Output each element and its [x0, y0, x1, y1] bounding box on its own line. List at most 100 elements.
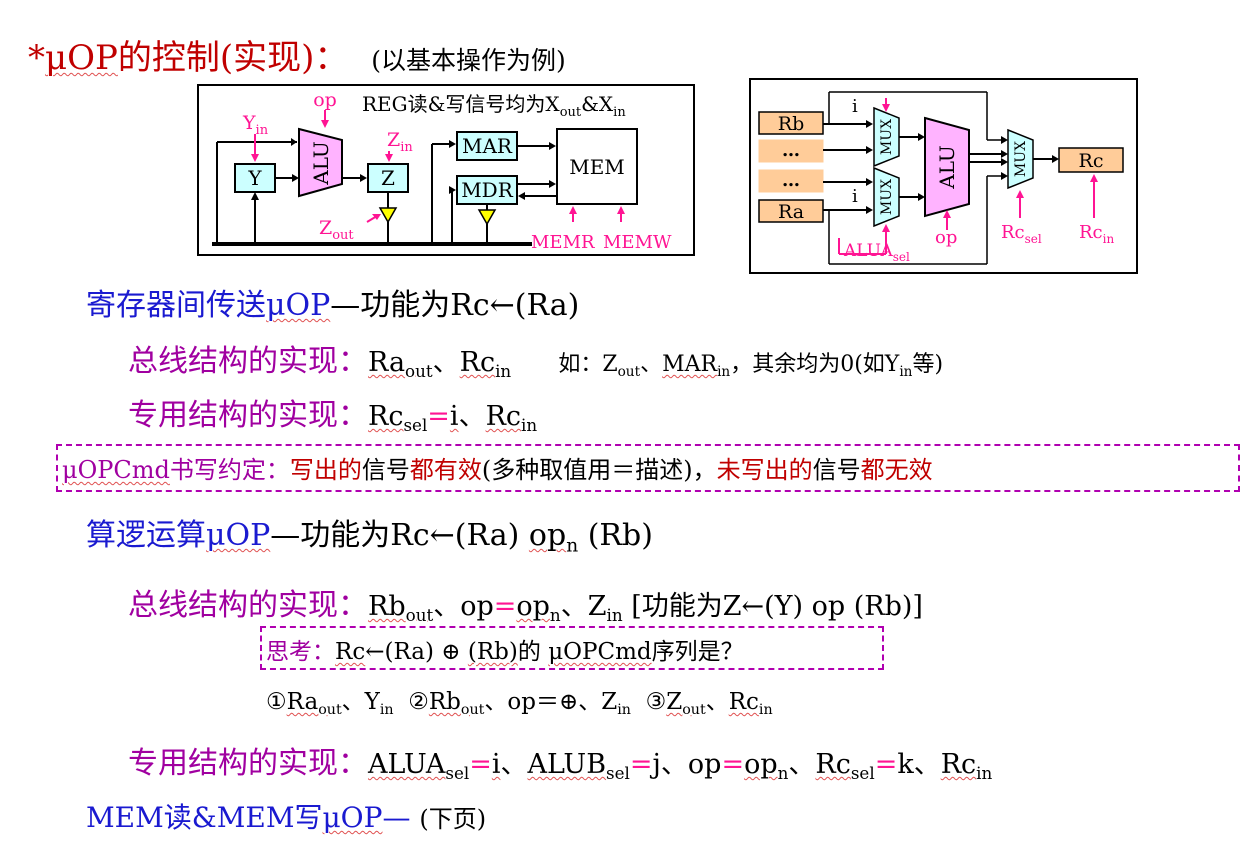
left-header-pre: REG读&写信号均为X: [362, 92, 560, 116]
t-a: 思考：: [266, 639, 335, 665]
l5-c: 、Zin: [560, 591, 623, 625]
c-mu: μOPCmd: [62, 456, 170, 484]
svg-text:Zin: Zin: [387, 129, 413, 155]
c-e: (多种取值用＝描述)，: [481, 456, 717, 484]
title-main: 的控制(实现)：: [117, 38, 349, 78]
l3-eq: =: [427, 401, 450, 432]
l2-ra: Raout: [368, 347, 433, 381]
left-mem: [556, 128, 638, 205]
left-header-amp: &X: [581, 92, 614, 116]
l5-rb: Rbout: [368, 591, 434, 625]
right-ra-label: Ra: [778, 201, 804, 223]
right-mux2-label: MUX: [879, 179, 895, 215]
l3-rc: Rcsel: [368, 401, 428, 435]
left-header-in: in: [613, 105, 626, 120]
l5-a: 总线结构的实现：: [128, 588, 368, 623]
right-mux3-label: MUX: [1013, 141, 1029, 177]
svg-text:REG读&写信号均为Xout&Xin: REG读&写信号均为Xout&Xin: [362, 92, 626, 120]
left-y-reg: [234, 163, 276, 193]
left-alu-label: ALU: [309, 141, 333, 186]
t-rb: (Rb): [467, 639, 518, 665]
c-a: 书写约定：: [169, 456, 290, 484]
l2-rc: Rcin: [459, 347, 512, 381]
l6-a: 专用结构的实现：: [128, 746, 368, 781]
l6-rc: Rcsel: [815, 749, 875, 783]
c-c: 信号: [361, 456, 410, 484]
line-convention: μOPCmd书写约定：写出的信号都有效(多种取值用＝描述)，未写出的信号都无效: [62, 450, 933, 485]
title-mu: μOP: [45, 38, 118, 78]
l4-a: 算逻运算: [86, 518, 206, 553]
s-2: 、Yin: [341, 689, 394, 718]
t-b: ←(Ra) ⊕: [365, 639, 468, 665]
l7-c: (下页): [419, 805, 487, 833]
convention-box: [56, 444, 1240, 492]
l3-rc2: Rcin: [485, 401, 538, 435]
line-bus-impl-2: 总线结构的实现：Rbout、op=opn、Zin [功能为Z←(Y) op (R…: [128, 580, 923, 624]
svg-text:ALUAsel: ALUAsel: [843, 241, 910, 264]
right-mux2: [873, 166, 900, 228]
right-op: op: [935, 227, 957, 248]
l5-b: 、op: [433, 591, 494, 622]
left-zout-sub: out: [332, 228, 354, 243]
line-mem: MEM读&MEM写μOP— (下页): [86, 796, 486, 836]
left-zin-sub: in: [400, 140, 413, 155]
c-h: 都无效: [860, 456, 933, 484]
right-i-top: i: [852, 96, 858, 117]
c-f: 未写出的: [716, 456, 813, 484]
t-mu: μOPCmd: [548, 639, 652, 665]
bus-structure-diagram: REG读&写信号均为Xout&Xin Yin Y op ALU Zin Z Zo…: [197, 84, 695, 256]
left-mem-label: MEM: [569, 155, 625, 179]
right-mux3: [1007, 128, 1034, 190]
l6-alua: ALUAsel: [368, 749, 470, 783]
left-zout: Z: [319, 217, 332, 239]
think-box: [260, 626, 884, 670]
l1-mu: μOP: [266, 288, 331, 323]
l4-op: opn: [528, 518, 579, 557]
l2-sep: 、: [432, 347, 460, 378]
c-b: 写出的: [289, 456, 362, 484]
left-mar: [456, 131, 518, 161]
right-rc: [1058, 147, 1124, 173]
right-dots1-label: …: [782, 140, 800, 161]
line-alu-op: 算逻运算μOP—功能为Rc←(Ra) opn (Rb): [86, 510, 653, 557]
l4-mu: μOP: [206, 518, 271, 553]
svg-text:Rcsel: Rcsel: [1001, 222, 1042, 246]
right-alua-sub: sel: [893, 250, 910, 264]
right-rb-label: Rb: [778, 113, 804, 135]
left-y-label: Y: [247, 166, 262, 190]
line-dedicated-impl-2: 专用结构的实现：ALUAsel=i、ALUBsel=j、op=opn、Rcsel…: [128, 746, 993, 783]
l4-b: —功能为Rc←(Ra): [270, 518, 529, 553]
s-rb: Rbout: [428, 689, 485, 718]
left-zin: Z: [387, 129, 400, 151]
svg-text:Yin: Yin: [242, 112, 269, 138]
right-rcsel: Rc: [1001, 222, 1025, 243]
right-alu-label: ALU: [935, 145, 959, 190]
c-d: 都有效: [409, 456, 482, 484]
l6-op: opn: [744, 749, 789, 783]
right-rcin: Rc: [1079, 222, 1103, 243]
left-z-reg: [367, 163, 409, 193]
left-mdr-label: MDR: [461, 178, 514, 202]
line-reg-transfer: 寄存器间传送μOP—功能为Rc←(Ra): [86, 280, 579, 324]
left-yin-sub: in: [256, 123, 269, 138]
line-think: 思考：Rc←(Ra) ⊕ (Rb)的 μOPCmd序列是？: [266, 632, 744, 666]
left-op: op: [313, 89, 337, 111]
l7-mu: μOP: [322, 801, 383, 834]
l3-sep: 、: [458, 401, 486, 432]
s-rc: Rcin: [728, 689, 773, 718]
s-ra: Raout: [286, 689, 342, 718]
page-title: *μOP的控制(实现)： (以基本操作为例): [28, 30, 566, 79]
l6-rc2: Rcin: [940, 749, 993, 783]
title-note: (以基本操作为例): [371, 46, 566, 75]
l1-b: —功能为Rc←(Ra): [330, 288, 580, 323]
t-c: 的: [517, 639, 549, 665]
dedicated-structure-diagram: Rb … … Ra i i MUX MUX ALU MUX Rc A: [749, 78, 1138, 274]
l4-c: (Rb): [578, 518, 653, 553]
l3-i: i: [449, 401, 459, 432]
l7-b: —: [382, 801, 420, 834]
right-dots2-label: …: [782, 170, 800, 191]
l7-a: MEM读&MEM写: [86, 801, 323, 834]
line-bus-impl: 总线结构的实现：Raout、Rcin 如：Zout、MARin，其余均为0(如Y…: [128, 336, 943, 380]
right-rc-label: Rc: [1079, 150, 1104, 172]
left-header-out: out: [560, 105, 582, 120]
